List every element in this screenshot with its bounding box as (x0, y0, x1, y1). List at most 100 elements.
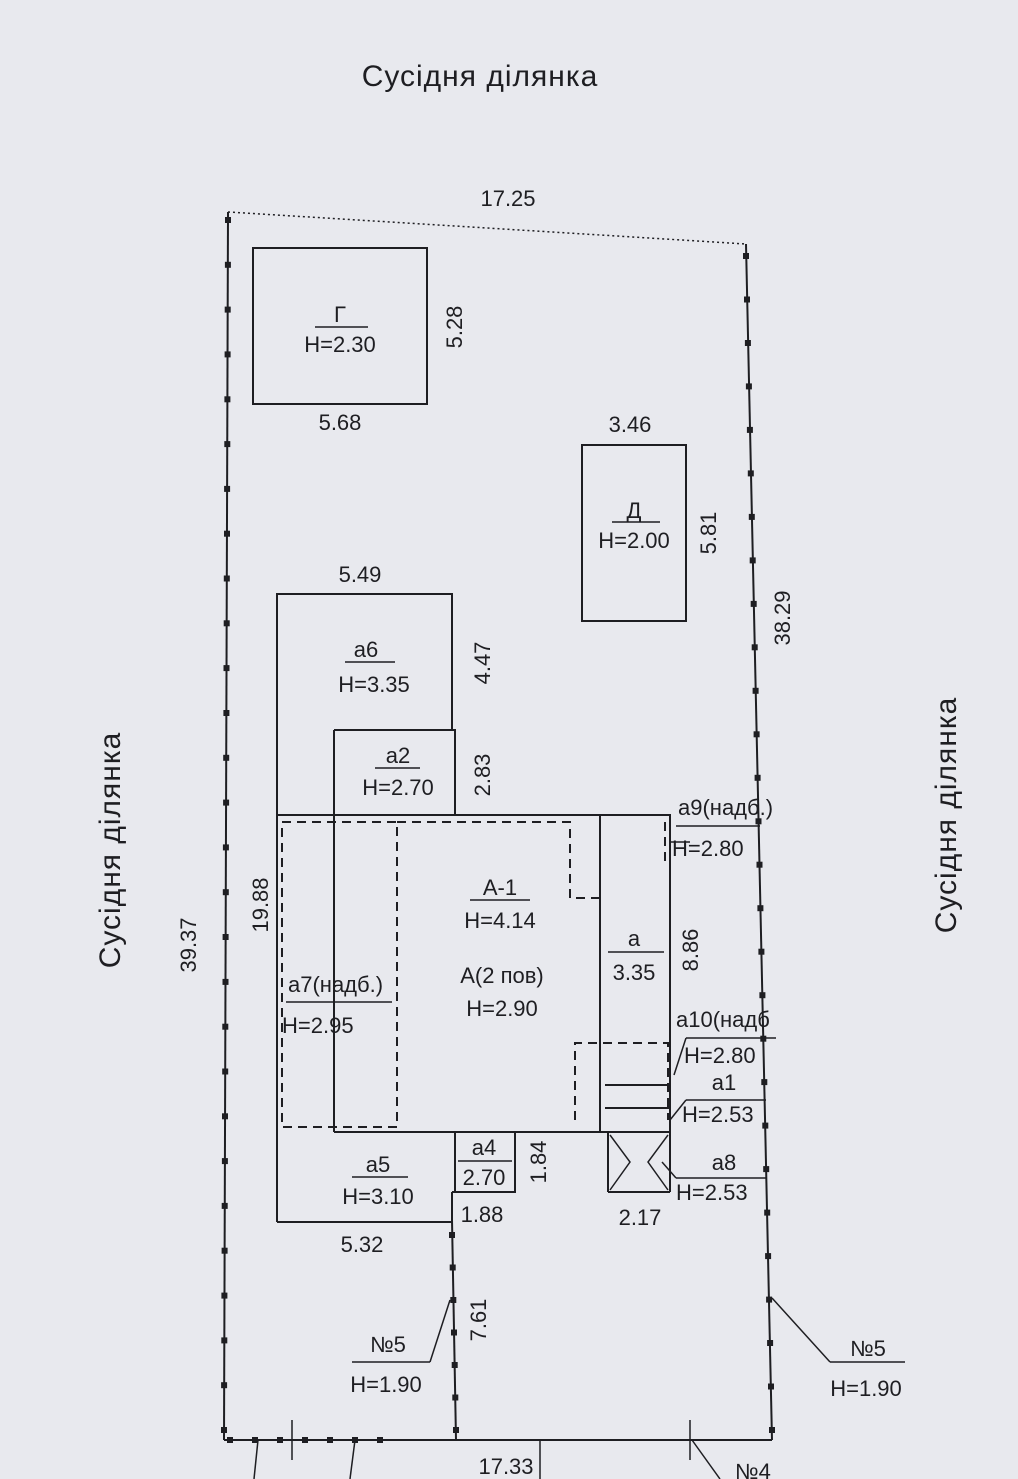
fence-post (277, 1437, 283, 1443)
fence-post (755, 818, 762, 825)
fence-post (762, 1122, 769, 1129)
building-a9-height: H=2.80 (672, 836, 744, 861)
building-a6-height: H=3.35 (338, 672, 410, 697)
fence-post (763, 1166, 770, 1173)
fence-post (222, 978, 229, 985)
fence-post (223, 754, 230, 761)
building-g (252, 247, 428, 405)
dim-d-width: 3.46 (609, 412, 652, 437)
fence-post (746, 426, 753, 433)
dim-plot-left: 39.37 (176, 917, 201, 972)
fence-post (221, 1382, 228, 1389)
dim-a2-height: 2.83 (470, 754, 495, 797)
plot-boundary (223, 211, 773, 1441)
fence-post (222, 889, 229, 896)
fence-post (221, 1158, 228, 1165)
fence-post (224, 530, 230, 537)
fence-post (223, 665, 230, 672)
fence-post (222, 1113, 228, 1120)
dim-a6-height: 4.47 (470, 642, 495, 685)
fence-dots (221, 217, 775, 1443)
fence-post (757, 905, 764, 912)
a8-leader (661, 1161, 677, 1179)
fence-post (743, 253, 749, 259)
fence-post (223, 710, 230, 716)
building-g-height: H=2.30 (304, 332, 376, 357)
building-a1-height: H=2.53 (682, 1102, 754, 1127)
fence-line-left (352, 1219, 457, 1441)
fence-post (224, 351, 231, 358)
fence-bottom-partial: №4 (735, 1459, 771, 1479)
fence-post (222, 1023, 229, 1030)
fence-post (224, 261, 231, 268)
fence-left-height: H=1.90 (350, 1372, 422, 1397)
fence-post (227, 1437, 233, 1443)
dim-plot-left-inner: 19.88 (248, 877, 273, 932)
dashed-extensions (281, 821, 669, 1128)
fence-post (752, 687, 759, 694)
fence-post (222, 934, 229, 940)
building-g-name: Г (334, 302, 346, 327)
fence-post (749, 557, 756, 564)
fence-post (761, 1079, 768, 1086)
building-a-main-name: А(2 пов) (460, 963, 544, 988)
building-a1-name: а1 (712, 1070, 736, 1095)
fence-post (223, 620, 230, 627)
dim-plot-right: 38.29 (770, 590, 795, 645)
dim-a4-height: 1.84 (526, 1141, 551, 1184)
fence-post (222, 844, 229, 851)
fence-post (769, 1427, 775, 1433)
fence-left-name: №5 (370, 1332, 406, 1357)
fence-post (748, 513, 755, 520)
building-a10-name: а10(надб (676, 1007, 770, 1032)
building-a-name: а (628, 926, 641, 951)
building-a4-height: 2.70 (463, 1165, 506, 1190)
building-a-height: 3.35 (613, 960, 656, 985)
dim-a-height: 8.86 (678, 929, 703, 972)
fence-post (252, 1437, 258, 1443)
dim-a5-width: 5.32 (341, 1232, 384, 1257)
fence-post (750, 600, 757, 607)
fence-post (747, 470, 754, 477)
building-d (581, 444, 687, 622)
dim-a8-width: 2.17 (619, 1205, 662, 1230)
fence-post (224, 306, 231, 313)
dim-plot-top: 17.25 (480, 186, 535, 211)
fence-post (221, 1247, 228, 1254)
fence-post (766, 1296, 773, 1303)
building-a2-name: а2 (386, 743, 410, 768)
fence-post (744, 296, 750, 303)
building-a5-height: H=3.10 (342, 1184, 414, 1209)
building-a7-height: H=2.95 (282, 1013, 354, 1038)
fence-post (327, 1437, 333, 1443)
fence-post (745, 383, 752, 390)
building-a9-name: а9(надб.) (678, 795, 773, 820)
dim-d-height: 5.81 (696, 512, 721, 555)
building-a-main-height: H=2.90 (466, 996, 538, 1021)
fence-post (302, 1437, 308, 1443)
building-d-height: H=2.00 (598, 528, 670, 553)
fence-post (756, 861, 763, 868)
fence-post (768, 1383, 774, 1390)
a10-leader (673, 1037, 687, 1076)
building-a4-name: а4 (472, 1135, 496, 1160)
building-a1m-name: А-1 (483, 875, 517, 900)
fence-post (221, 1427, 227, 1433)
fence-post (224, 441, 231, 448)
dim-plot-bottom: 17.33 (478, 1454, 533, 1479)
fence-post (744, 340, 751, 346)
neighbor-top: Сусідня ділянка (362, 60, 599, 93)
neighbor-left: Сусідня ділянка (94, 732, 127, 969)
a1-leader (669, 1099, 687, 1121)
fence-post (764, 1209, 771, 1216)
fence-post (759, 992, 766, 999)
building-a8-name: а8 (712, 1150, 736, 1175)
dim-a6-width: 5.49 (339, 562, 382, 587)
fence-post (754, 774, 761, 781)
dim-g-width: 5.68 (319, 410, 362, 435)
fence-leader-right (771, 1297, 905, 1363)
fence-post (222, 1068, 229, 1075)
bottom-fence-ticks (253, 1420, 721, 1479)
dim-a4-width: 1.88 (461, 1202, 504, 1227)
